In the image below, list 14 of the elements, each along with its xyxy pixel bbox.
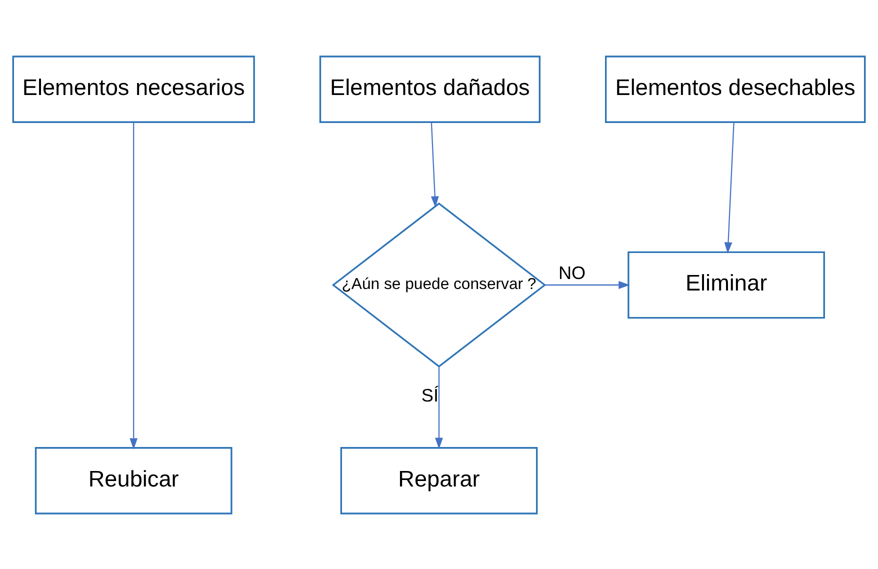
node-box: Eliminar <box>628 250 825 318</box>
arrow <box>430 122 439 208</box>
arrow <box>545 280 630 288</box>
node-diamond: ¿Aún se puede conservar ? <box>332 202 546 367</box>
arrow <box>724 122 734 254</box>
arrow <box>435 366 443 449</box>
node-box: Reubicar <box>34 446 232 514</box>
node-box: Elementos dañados <box>319 55 541 122</box>
node-box: Elementos necesarios <box>12 55 255 122</box>
edge-label: NO <box>558 262 586 283</box>
node-box: Reparar <box>340 446 538 514</box>
edge-label: SÍ <box>421 384 438 405</box>
arrow <box>130 122 138 450</box>
node-box: Elementos desechables <box>604 55 866 122</box>
